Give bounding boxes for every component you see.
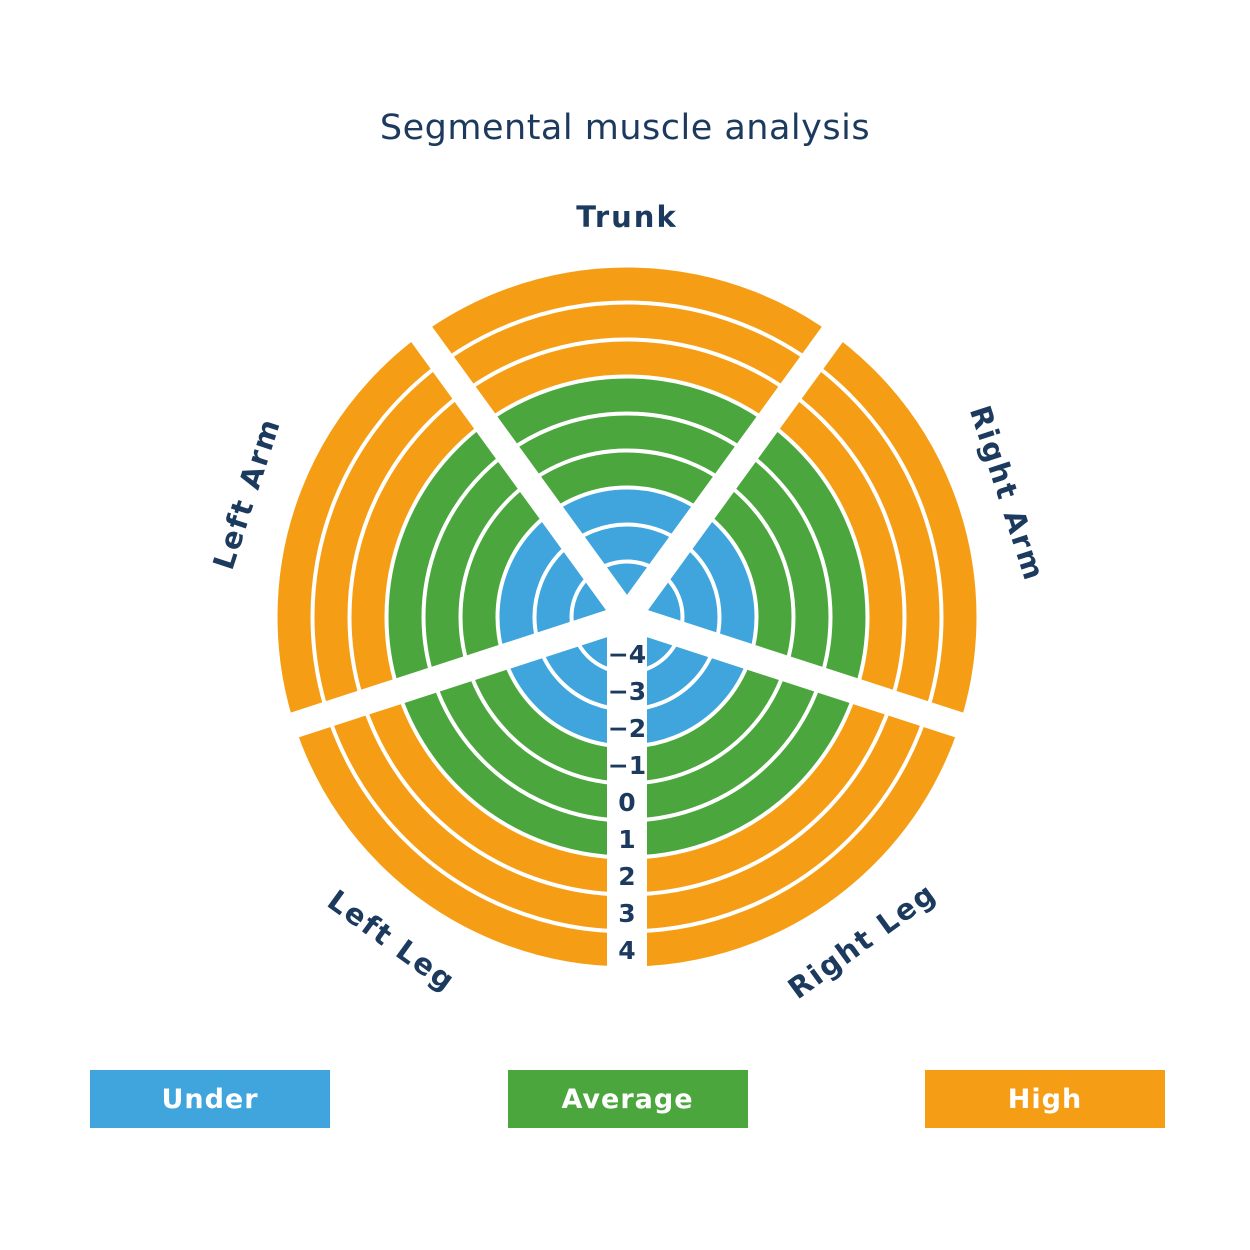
chart-title: Segmental muscle analysis [379,108,871,148]
legend-label-average: Average [561,1083,694,1115]
segment-label-right-arm: Right Arm [963,401,1052,585]
segment-separator [397,308,638,625]
segment-separator [616,308,857,625]
segment-label-left-arm: Left Arm [206,413,287,573]
legend-label-high: High [1007,1083,1083,1115]
axis-tick-−1: −1 [608,751,646,780]
axis-tick-−2: −2 [608,714,646,743]
axis-tick-3: 3 [618,899,635,928]
axis-tick-−4: −4 [608,640,646,669]
segment-separator [622,604,985,745]
segment-separator [269,604,632,745]
segment-label-trunk: Trunk [576,200,677,234]
legend-item-average: Average [507,1070,748,1128]
axis-tick-2: 2 [618,862,635,891]
axis-tick-1: 1 [618,825,635,854]
axis-tick-0: 0 [618,788,635,817]
axis-tick-−3: −3 [608,677,646,706]
legend: Under Average High [90,1070,1165,1128]
legend-item-high: High [925,1070,1165,1128]
legend-item-under: Under [90,1070,330,1128]
legend-label-under: Under [161,1083,259,1115]
axis-tick-4: 4 [618,936,635,965]
